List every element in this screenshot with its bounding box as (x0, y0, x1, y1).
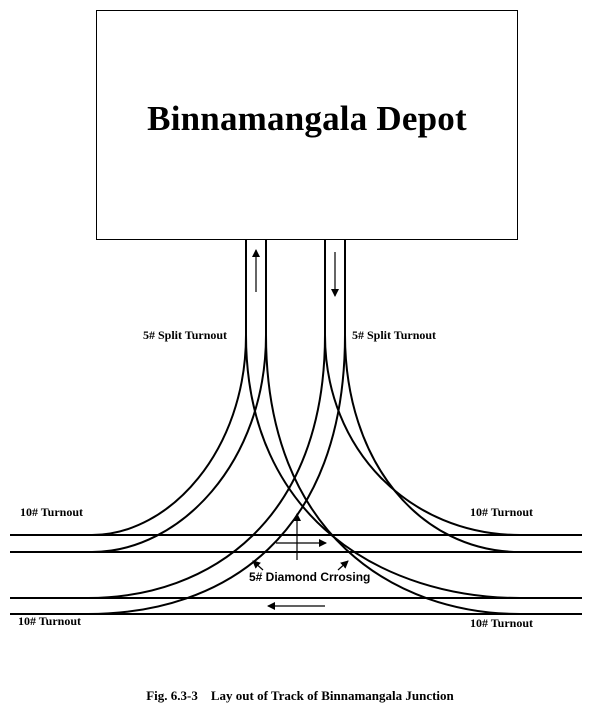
curve-right-track-b-rail-1 (245, 334, 521, 599)
curve-right-track-a-rail-2 (344, 334, 521, 553)
curve-right-track-a-rail-1 (324, 334, 521, 536)
depot-building: Binnamangala Depot (96, 10, 518, 240)
label-turnout-top-right: 10# Turnout (470, 505, 534, 519)
arrow-pointer-crossing-right (337, 560, 349, 571)
curve-right-track-b-rail-2 (265, 334, 521, 615)
label-turnout-bottom-left: 10# Turnout (18, 614, 82, 628)
label-turnout-bottom-right: 10# Turnout (470, 616, 534, 630)
label-turnout-top-left: 10# Turnout (20, 505, 84, 519)
label-diamond-crossing: 5# Diamond Crrosing (249, 570, 371, 584)
arrow-pointer-crossing-left (252, 560, 264, 571)
figure-caption: Fig. 6.3-3 Lay out of Track of Binnamang… (146, 688, 454, 703)
label-split-turnout-right: 5# Split Turnout (352, 328, 437, 342)
curve-left-track-a-rail-1 (91, 334, 247, 536)
depot-title: Binnamangala Depot (147, 99, 467, 138)
label-split-turnout-left: 5# Split Turnout (143, 328, 228, 342)
curve-left-track-a-rail-2 (91, 334, 267, 553)
